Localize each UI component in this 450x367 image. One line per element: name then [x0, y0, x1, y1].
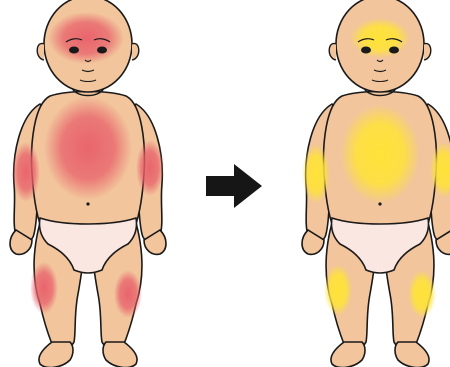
- baby-red-rash: [10, 0, 166, 367]
- baby-yellow-rash: [302, 0, 450, 367]
- right-arrow-icon: [206, 164, 262, 208]
